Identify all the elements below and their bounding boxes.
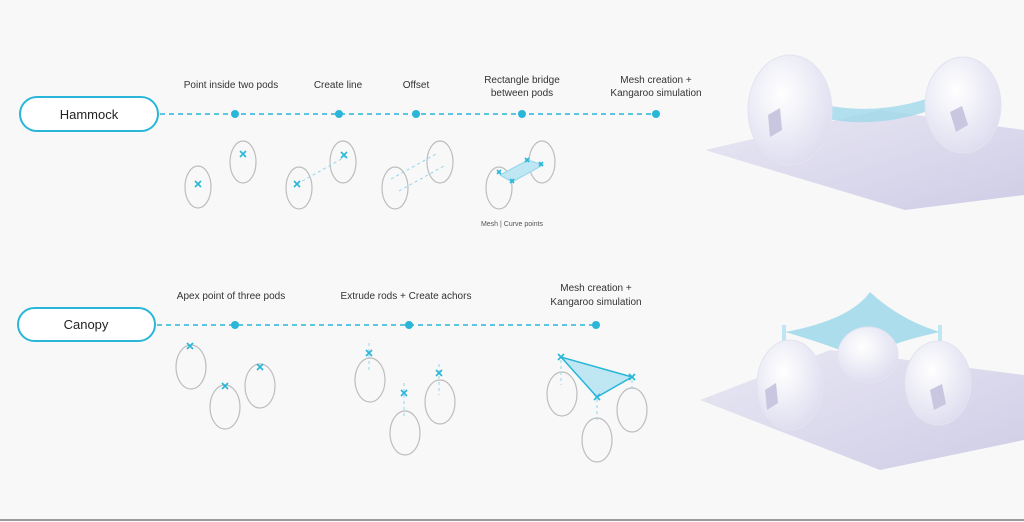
hammock-row: Hammock Point inside two pods Create lin… xyxy=(19,54,1024,228)
step-illustration-offset xyxy=(381,140,454,210)
step-illustration-apex xyxy=(175,342,276,430)
hammock-step-dot xyxy=(231,110,239,118)
step-illustration-mesh xyxy=(546,353,648,463)
step-illustration-rectangle xyxy=(485,140,556,210)
step-label: Kangaroo simulation xyxy=(610,88,701,99)
step-label: Create line xyxy=(314,80,363,91)
canopy-step-dot xyxy=(592,321,600,329)
step-illustration-extrude xyxy=(354,343,456,456)
step-label: Offset xyxy=(403,80,430,91)
step-label: Rectangle bridge xyxy=(484,75,560,86)
hammock-render-image xyxy=(705,54,1024,210)
step-illustration-points xyxy=(184,140,257,209)
canopy-row: Canopy Apex point of three pods Extrude … xyxy=(17,283,1024,470)
canopy-step-dot xyxy=(231,321,239,329)
hammock-step-dot xyxy=(652,110,660,118)
hammock-step-dot xyxy=(518,110,526,118)
canopy-pill xyxy=(17,307,156,342)
step-label: Mesh creation + xyxy=(560,283,632,294)
step-label: Extrude rods + Create achors xyxy=(341,291,472,302)
step-label: Kangaroo simulation xyxy=(550,297,641,308)
step-label: Mesh creation + xyxy=(620,75,692,86)
step-label: Point inside two pods xyxy=(184,80,279,91)
mesh-curve-note: Mesh | Curve points xyxy=(481,221,544,228)
canopy-step-dot xyxy=(405,321,413,329)
step-illustration-line xyxy=(285,140,357,210)
hammock-step-dot xyxy=(335,110,343,118)
canopy-render-image xyxy=(700,292,1024,470)
hammock-pill xyxy=(19,96,159,132)
hammock-step-dot xyxy=(412,110,420,118)
canopy-title: Canopy xyxy=(64,317,109,332)
step-label: Apex point of three pods xyxy=(177,291,285,302)
step-label: between pods xyxy=(491,88,553,99)
hammock-title: Hammock xyxy=(60,107,119,122)
